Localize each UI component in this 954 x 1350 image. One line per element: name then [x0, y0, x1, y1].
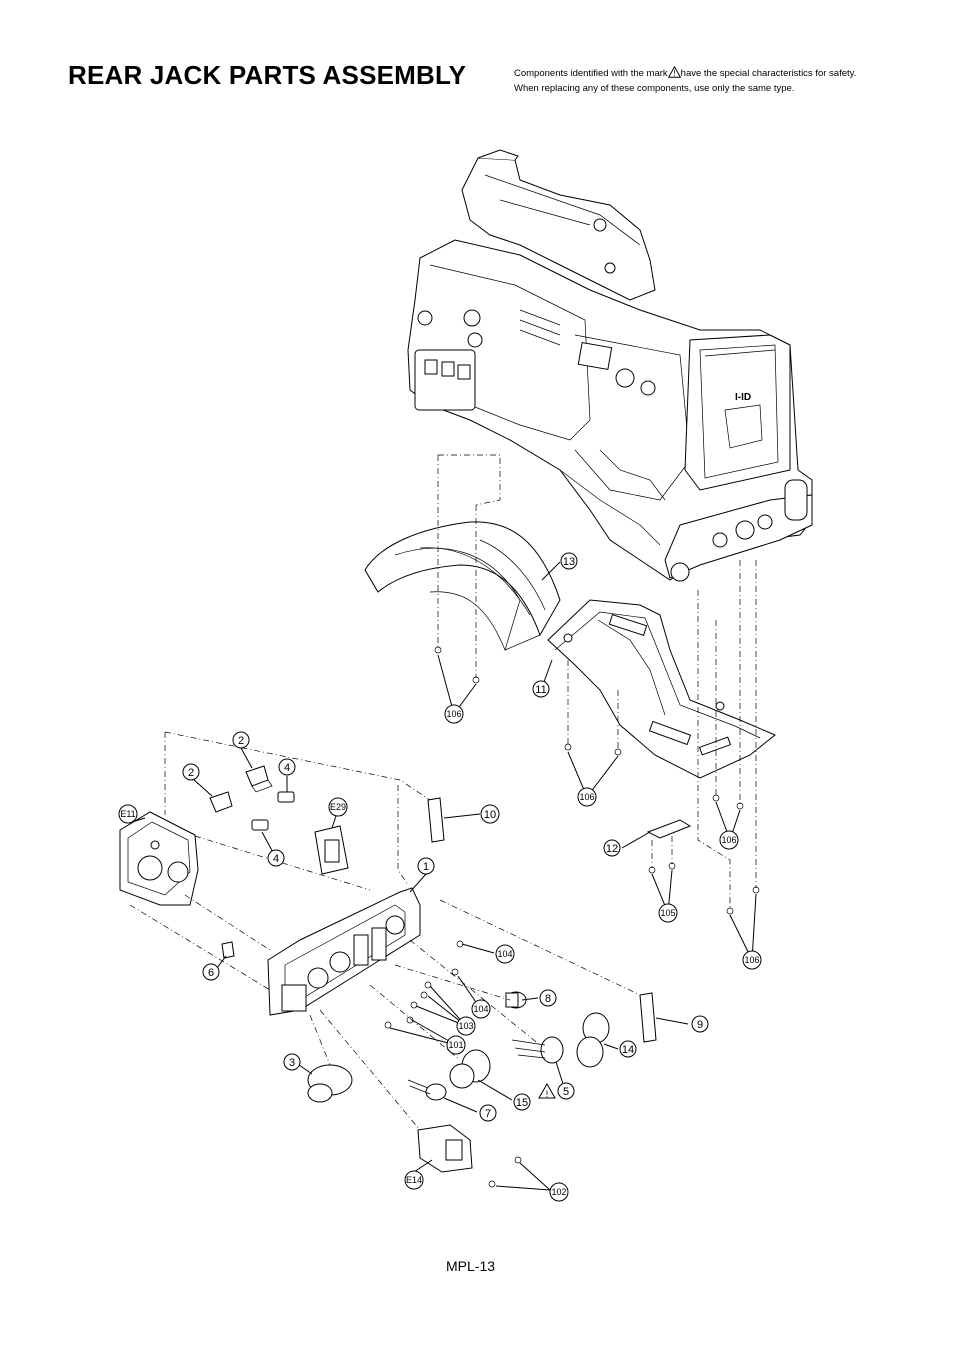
svg-text:!: ! [546, 1089, 549, 1099]
svg-text:104: 104 [497, 949, 512, 959]
svg-text:2: 2 [238, 735, 244, 747]
safety-note-line1-end: have the special characteristics for saf… [680, 68, 857, 79]
callout-106-d: 106 [742, 950, 762, 970]
callout-2-a: 2 [232, 731, 250, 749]
svg-text:2: 2 [188, 767, 194, 779]
callout-6: 6 [202, 963, 220, 981]
svg-text:13: 13 [563, 556, 575, 568]
callout-106-c: 106 [719, 830, 739, 850]
svg-text:8: 8 [545, 993, 551, 1005]
callout-9: 9 [691, 1015, 709, 1033]
callout-14: 14 [619, 1040, 637, 1058]
svg-text:I-ID: I-ID [735, 392, 751, 403]
svg-text:101: 101 [448, 1040, 463, 1050]
callout-7: 7 [479, 1104, 497, 1122]
callout-12: 12 [603, 839, 621, 857]
svg-text:106: 106 [446, 709, 461, 719]
callout-106-b: 106 [577, 787, 597, 807]
svg-text:3: 3 [289, 1057, 295, 1069]
callout-4-a: 4 [278, 758, 296, 776]
page-number: MPL-13 [446, 1258, 496, 1274]
callout-4-b: 4 [267, 849, 285, 867]
svg-text:11: 11 [535, 684, 546, 696]
svg-text:7: 7 [485, 1108, 491, 1120]
svg-text:102: 102 [551, 1187, 566, 1197]
callout-3: 3 [283, 1053, 301, 1071]
svg-text:5: 5 [563, 1086, 569, 1098]
callout-105: 105 [658, 903, 678, 923]
callout-101: 101 [446, 1035, 466, 1055]
callout-2-b: 2 [182, 763, 200, 781]
callout-5-warning: ! 5 [538, 1082, 575, 1100]
callout-104-a: 104 [495, 944, 515, 964]
safety-note-line1-start: Components identified with the mark [514, 68, 668, 79]
part-8-plug [505, 991, 527, 1009]
part-12-bracket [646, 819, 692, 839]
part-5-connector [511, 1036, 564, 1064]
part-11-plate [547, 599, 776, 779]
part-4-upper [277, 791, 295, 803]
e11-board [119, 811, 199, 906]
part-1-rear-panel [267, 887, 421, 1016]
part-4-lower [251, 819, 269, 831]
svg-text:106: 106 [744, 955, 759, 965]
callout-102: 102 [549, 1182, 569, 1202]
svg-text:15: 15 [516, 1097, 528, 1109]
svg-text:!: ! [673, 69, 675, 78]
svg-text:E14: E14 [406, 1175, 422, 1185]
svg-text:10: 10 [484, 809, 496, 821]
callout-13: 13 [560, 552, 578, 570]
e14-connector [417, 1124, 473, 1173]
callout-e29: E29 [328, 797, 348, 817]
e29-board [314, 825, 349, 875]
part-6-clip [221, 941, 235, 959]
callout-e14: E14 [404, 1170, 424, 1190]
callout-1: 1 [417, 857, 435, 875]
svg-text:E11: E11 [120, 809, 135, 819]
svg-text:105: 105 [660, 908, 675, 918]
svg-text:14: 14 [622, 1044, 634, 1056]
part-14-caps [576, 1012, 610, 1068]
part-2-lower [209, 791, 233, 813]
part-3-cap [307, 1064, 353, 1103]
camera-body: I-ID [407, 149, 813, 582]
svg-text:12: 12 [606, 843, 618, 855]
svg-text:103: 103 [458, 1021, 473, 1031]
part-15-caps [449, 1049, 491, 1089]
callout-8: 8 [539, 989, 557, 1007]
page-title: REAR JACK PARTS ASSEMBLY [68, 60, 467, 90]
part-9-bracket [639, 992, 657, 1043]
svg-text:104: 104 [473, 1004, 488, 1014]
callout-15: 15 [513, 1093, 531, 1111]
svg-text:1: 1 [423, 861, 429, 873]
svg-text:6: 6 [208, 967, 214, 979]
callout-e11: E11 [118, 804, 138, 824]
callout-10: 10 [480, 804, 500, 824]
svg-text:E29: E29 [330, 802, 346, 812]
svg-text:106: 106 [721, 835, 736, 845]
part-13-cover [364, 521, 561, 652]
callout-103: 103 [456, 1016, 476, 1036]
safety-note: Components identified with the mark! have… [514, 65, 857, 95]
callout-106-a: 106 [444, 704, 464, 724]
svg-text:4: 4 [284, 762, 290, 774]
svg-text:106: 106 [579, 792, 594, 802]
safety-note-line2: When replacing any of these components, … [514, 82, 795, 94]
part-2-upper [245, 765, 273, 793]
warning-triangle-icon: ! [667, 65, 681, 83]
callout-11: 11 [532, 680, 550, 698]
svg-text:9: 9 [697, 1019, 703, 1031]
part-7-connector [407, 1079, 447, 1101]
svg-text:4: 4 [273, 853, 279, 865]
part-10-bracket [427, 797, 445, 843]
callout-104-b: 104 [471, 999, 491, 1019]
warning-triangle-icon [538, 1082, 556, 1099]
